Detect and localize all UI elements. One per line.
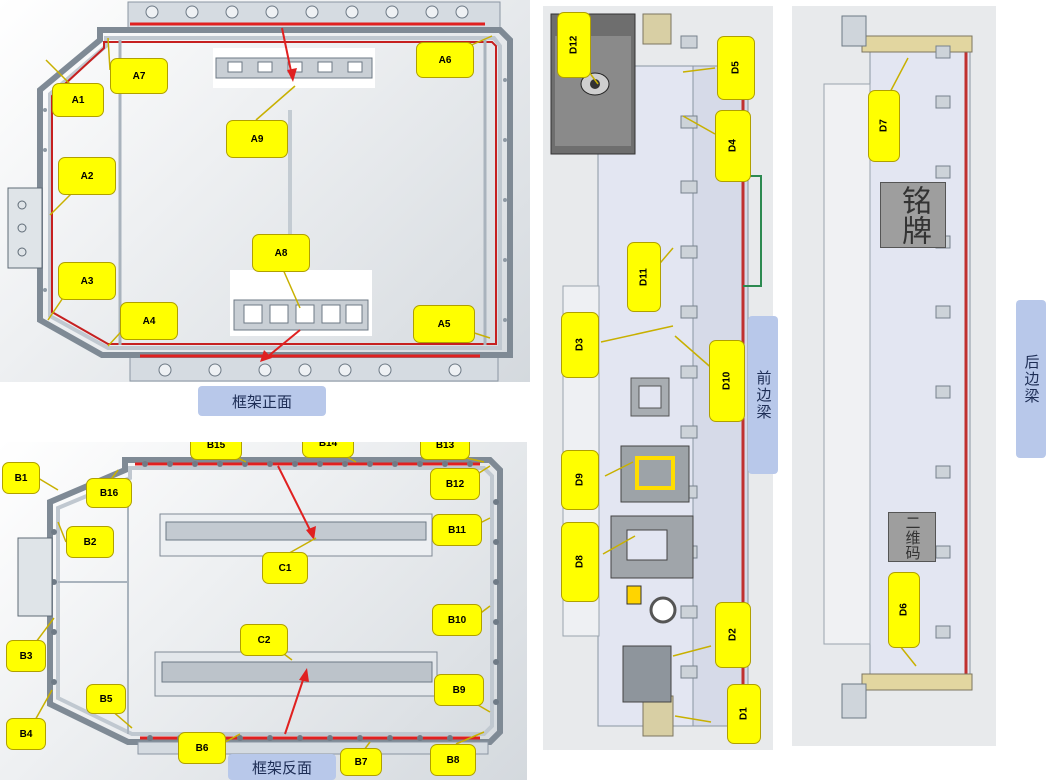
front-beam-panel: D1 D2 D3 D4 D5 D8 D9 D10 D11 D12: [543, 6, 773, 750]
rear-beam-panel: 铭牌 二维码 D6 D7: [792, 6, 996, 746]
label-B5: B5: [86, 684, 126, 714]
front-beam-caption: 前边梁: [748, 316, 778, 474]
label-D11: D11: [627, 242, 661, 312]
label-D10: D10: [709, 340, 745, 422]
label-D8: D8: [561, 522, 599, 602]
label-A3: A3: [58, 262, 116, 300]
label-D6: D6: [888, 572, 920, 648]
label-C1: C1: [262, 552, 308, 584]
label-A7: A7: [110, 58, 168, 94]
label-A2: A2: [58, 157, 116, 195]
label-A1: A1: [52, 83, 104, 117]
label-A4: A4: [120, 302, 178, 340]
label-B16: B16: [86, 478, 132, 508]
label-D7: D7: [868, 90, 900, 162]
label-B14: B14: [302, 442, 354, 458]
label-B7: B7: [340, 748, 382, 776]
label-D12: D12: [557, 12, 591, 78]
label-B1: B1: [2, 462, 40, 494]
front-view-panel: A1 A2 A3 A4 A5 A6 A7 A8 A9: [0, 0, 530, 382]
label-B15: B15: [190, 442, 242, 460]
label-A6: A6: [416, 42, 474, 78]
label-B8: B8: [430, 744, 476, 776]
label-B3: B3: [6, 640, 46, 672]
label-B12: B12: [430, 468, 480, 500]
label-D5: D5: [717, 36, 755, 100]
front-frame-drawing: [7, 1, 513, 382]
nameplate-stamp: 铭牌: [880, 182, 946, 248]
label-A8: A8: [252, 234, 310, 272]
rear-beam-caption: 后边梁: [1016, 300, 1046, 458]
qr-code-stamp: 二维码: [888, 512, 936, 562]
back-view-caption: 框架反面: [228, 754, 336, 780]
label-A9: A9: [226, 120, 288, 158]
label-B11: B11: [432, 514, 482, 546]
label-C2: C2: [240, 624, 288, 656]
label-B10: B10: [432, 604, 482, 636]
label-B13: B13: [420, 442, 470, 460]
label-B4: B4: [6, 718, 46, 750]
label-D1: D1: [727, 684, 761, 744]
label-D4: D4: [715, 110, 751, 182]
label-B2: B2: [66, 526, 114, 558]
label-D3: D3: [561, 312, 599, 378]
back-view-panel: B1 B2 B3 B4 B5 B6 B7 B8 B9 B10 B11 B12 B…: [0, 442, 527, 780]
front-view-caption: 框架正面: [198, 386, 326, 416]
label-D9: D9: [561, 450, 599, 510]
label-A5: A5: [413, 305, 475, 343]
label-B6: B6: [178, 732, 226, 764]
label-D2: D2: [715, 602, 751, 668]
label-B9: B9: [434, 674, 484, 706]
